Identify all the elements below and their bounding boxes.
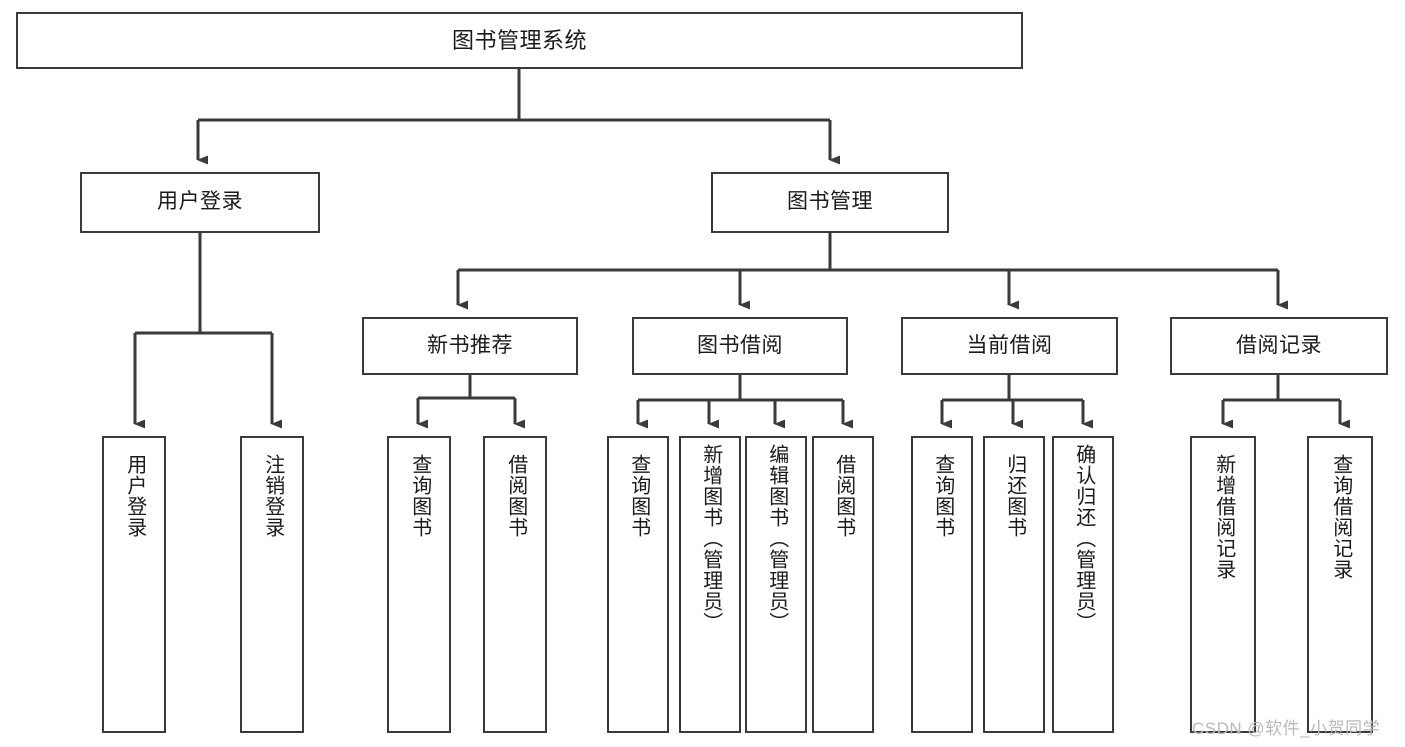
node-leaf-add-book-admin-label: 新增图书（管理员） xyxy=(699,444,722,633)
node-leaf-confirm-return-admin[interactable]: 确认归还（管理员） xyxy=(1052,436,1114,733)
node-leaf-logout-login[interactable]: 注销登录 xyxy=(240,436,304,733)
node-leaf-borrow-book-2-label: 借阅图书 xyxy=(832,454,855,538)
node-root[interactable]: 图书管理系统 xyxy=(16,12,1023,69)
node-root-label: 图书管理系统 xyxy=(451,27,587,53)
node-new-book-recommend[interactable]: 新书推荐 xyxy=(362,317,578,375)
node-book-borrow-label: 图书借阅 xyxy=(697,333,783,357)
node-leaf-user-login[interactable]: 用户登录 xyxy=(102,436,166,733)
node-leaf-query-borrow-record-label: 查询借阅记录 xyxy=(1329,454,1352,580)
node-leaf-logout-login-label: 注销登录 xyxy=(261,454,284,538)
node-borrow-record-label: 借阅记录 xyxy=(1236,333,1322,357)
node-leaf-query-book-1-label: 查询图书 xyxy=(408,454,431,538)
node-leaf-borrow-book-1-label: 借阅图书 xyxy=(504,454,527,538)
node-leaf-return-book[interactable]: 归还图书 xyxy=(983,436,1045,733)
node-book-manage[interactable]: 图书管理 xyxy=(711,172,949,233)
node-leaf-borrow-book-1[interactable]: 借阅图书 xyxy=(483,436,547,733)
node-leaf-add-book-admin[interactable]: 新增图书（管理员） xyxy=(679,436,741,733)
node-leaf-borrow-book-2[interactable]: 借阅图书 xyxy=(812,436,874,733)
node-leaf-query-book-3-label: 查询图书 xyxy=(931,454,954,538)
node-leaf-user-login-label: 用户登录 xyxy=(123,454,146,538)
node-leaf-return-book-label: 归还图书 xyxy=(1003,454,1026,538)
node-leaf-query-book-2-label: 查询图书 xyxy=(627,454,650,538)
node-leaf-query-borrow-record[interactable]: 查询借阅记录 xyxy=(1307,436,1373,733)
node-current-borrow-label: 当前借阅 xyxy=(966,333,1053,357)
node-leaf-edit-book-admin-label: 编辑图书（管理员） xyxy=(765,444,788,633)
node-leaf-add-borrow-record-label: 新增借阅记录 xyxy=(1212,454,1235,580)
node-user-login[interactable]: 用户登录 xyxy=(80,172,320,233)
node-user-login-label: 用户登录 xyxy=(157,190,243,214)
node-borrow-record[interactable]: 借阅记录 xyxy=(1170,317,1388,375)
node-book-manage-label: 图书管理 xyxy=(787,190,873,214)
node-leaf-confirm-return-admin-label: 确认归还（管理员） xyxy=(1072,444,1095,633)
node-current-borrow[interactable]: 当前借阅 xyxy=(901,317,1118,375)
watermark: CSDN @软件_小贺同学 xyxy=(1192,719,1381,738)
node-new-book-recommend-label: 新书推荐 xyxy=(427,333,513,357)
node-leaf-query-book-2[interactable]: 查询图书 xyxy=(607,436,669,733)
node-leaf-query-book-3[interactable]: 查询图书 xyxy=(911,436,973,733)
node-leaf-edit-book-admin[interactable]: 编辑图书（管理员） xyxy=(745,436,807,733)
node-leaf-query-book-1[interactable]: 查询图书 xyxy=(387,436,451,733)
node-leaf-add-borrow-record[interactable]: 新增借阅记录 xyxy=(1190,436,1256,733)
node-book-borrow[interactable]: 图书借阅 xyxy=(632,317,848,375)
